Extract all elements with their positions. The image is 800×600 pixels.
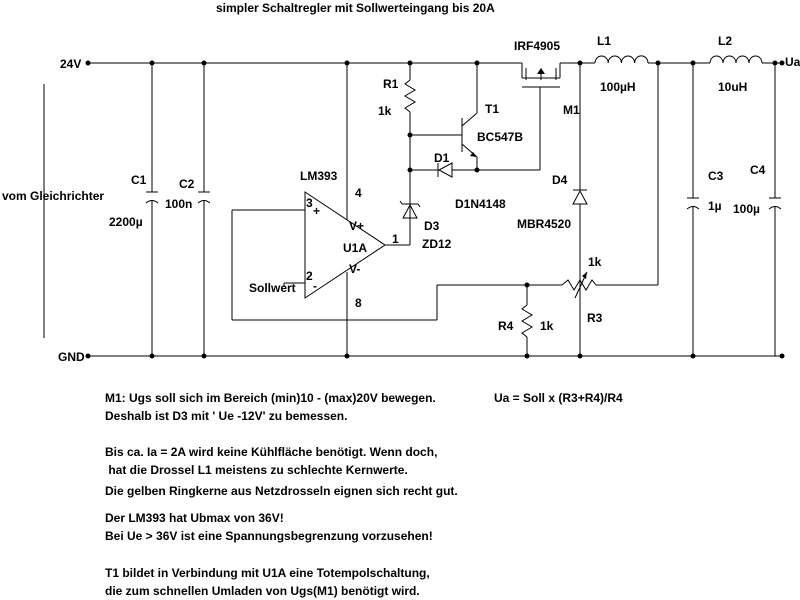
supply-rail (85, 60, 785, 66)
comparator-u1a (232, 60, 411, 359)
capacitor-c3 (686, 63, 700, 359)
u1-pin4: 4 (355, 186, 362, 200)
u1-pin1: 1 (392, 232, 399, 246)
t1-value: BC547B (477, 130, 523, 144)
u1-pin3: 3 (306, 196, 313, 210)
inductor-l2 (709, 55, 778, 66)
c2-ref: C2 (179, 177, 195, 191)
supply-label: 24V (60, 57, 81, 71)
diagram-title: simpler Schaltregler mit Sollwerteingang… (216, 1, 495, 15)
ground-label: GND (58, 350, 85, 364)
note-line-8: T1 bildet in Verbindung mit U1A eine Tot… (105, 566, 430, 580)
transistor-t1 (410, 60, 480, 173)
c3-value: 1µ (708, 199, 722, 213)
u1-minus: - (313, 279, 317, 293)
m1-type: IRF4905 (514, 39, 560, 53)
d1-ref: D1 (434, 151, 450, 165)
diode-d1 (410, 87, 541, 178)
r1-ref: R1 (383, 77, 399, 91)
m1-ref: M1 (563, 103, 580, 117)
capacitor-c4 (768, 63, 782, 356)
c2-value: 100n (165, 197, 192, 211)
u1-ref: U1A (343, 241, 367, 255)
u1-plus: + (313, 204, 320, 218)
zener-d3 (399, 167, 421, 224)
ground-rail (85, 353, 785, 359)
d3-ref: D3 (424, 219, 440, 233)
d4-value: MBR4520 (517, 217, 571, 231)
r1-value: 1k (378, 104, 392, 118)
note-line-5: Die gelben Ringkerne aus Netzdrosseln ei… (105, 484, 458, 498)
c1-value: 2200µ (109, 215, 143, 229)
note-line-7: Bei Ue > 36V ist eine Spannungsbegrenzun… (105, 529, 433, 543)
output-formula: Ua = Soll x (R3+R4)/R4 (494, 391, 623, 405)
note-line-9: die zum schnellen Umladen von Ugs(M1) be… (105, 584, 420, 598)
d1-value: D1N4148 (455, 197, 506, 211)
note-line-4: hat die Drossel L1 meistens zu schlechte… (105, 463, 408, 477)
capacitor-c1 (145, 60, 159, 359)
output-label: Ua (785, 55, 800, 69)
u1-pin2: 2 (306, 269, 313, 283)
resistor-r3 (561, 63, 659, 299)
c3-ref: C3 (708, 169, 724, 183)
d3-value: ZD12 (422, 237, 452, 251)
c4-ref: C4 (750, 163, 766, 177)
note-line-6: Der LM393 hat Ubmax von 36V! (105, 511, 284, 525)
l1-ref: L1 (597, 34, 611, 48)
u1-type: LM393 (300, 169, 338, 183)
l2-value: 10uH (718, 80, 747, 94)
note-line-2: Deshalb ist D3 mit ' Ue -12V' zu bemesse… (105, 409, 348, 423)
u1-pin8: 8 (355, 296, 362, 310)
u1-vminus: V- (349, 262, 360, 276)
c1-ref: C1 (131, 173, 147, 187)
inductor-l1 (594, 55, 696, 66)
capacitor-c2 (197, 60, 211, 359)
mosfet-m1 (517, 60, 583, 88)
source-label: vom Gleichrichter (2, 189, 104, 203)
r3-ref: R3 (587, 311, 603, 325)
resistor-r4 (521, 285, 533, 359)
note-line-1: M1: Ugs soll sich im Bereich (min)10 - (… (105, 391, 436, 405)
l1-value: 100µH (600, 80, 636, 94)
setpoint-label: Sollwert (249, 281, 296, 295)
l2-ref: L2 (718, 34, 732, 48)
note-line-3: Bis ca. Ia = 2A wird keine Kühlfläche be… (105, 445, 438, 459)
t1-ref: T1 (485, 102, 499, 116)
r3-value: 1k (588, 255, 602, 269)
d4-ref: D4 (552, 173, 568, 187)
u1-vplus: V+ (349, 219, 364, 233)
r4-value: 1k (540, 319, 554, 333)
c4-value: 100µ (733, 202, 760, 216)
r4-ref: R4 (498, 319, 514, 333)
resistor-r1 (404, 60, 416, 170)
feedback-wire (231, 210, 562, 321)
